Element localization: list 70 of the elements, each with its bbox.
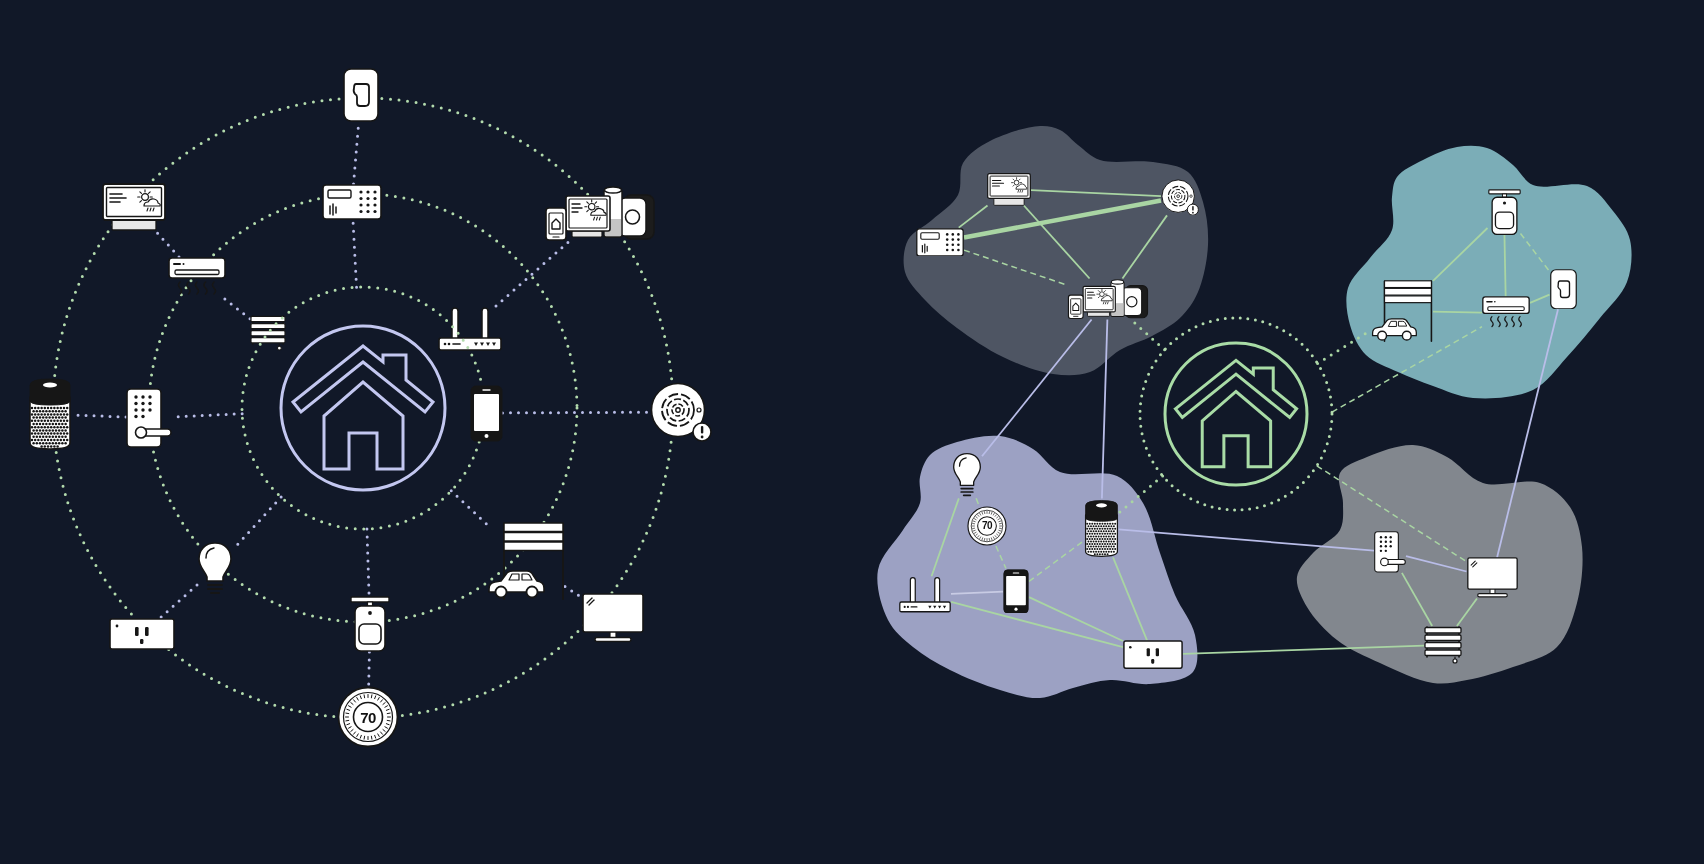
smoke-detector-icon: [650, 382, 712, 442]
power-outlet-icon: [109, 618, 175, 650]
connection-line: [449, 489, 489, 526]
connection-line: [963, 198, 1162, 240]
connection-line: [1316, 465, 1468, 563]
connection-line: [1022, 204, 1091, 280]
temperature-value: 70: [981, 521, 993, 531]
keypad-panel-icon: [916, 227, 964, 257]
connection-line: [957, 204, 989, 229]
connection-line: [1028, 596, 1124, 642]
garage-car-icon: [1371, 280, 1433, 342]
connection-line: [1101, 318, 1109, 500]
smart-display-icon: [102, 183, 166, 231]
connection-line: [1529, 293, 1551, 304]
connection-line: [950, 600, 1124, 648]
smart-speaker-icon: [28, 377, 72, 451]
device-group-icon: [544, 186, 656, 242]
connection-line: [1456, 597, 1478, 627]
air-conditioner-icon: [168, 257, 226, 297]
connection-line: [1432, 227, 1489, 282]
connection-line: [930, 497, 960, 578]
connection-line: [1519, 232, 1551, 273]
device-group-icon: [1067, 278, 1149, 320]
smoke-detector-icon: [1161, 178, 1199, 216]
window-blinds-icon: [250, 315, 286, 351]
temperature-value: 70: [360, 709, 376, 725]
connection-line: [950, 590, 1004, 595]
light-bulb-icon: [952, 451, 982, 499]
home-hub: [1137, 315, 1335, 513]
smart-speaker-icon: [1083, 498, 1119, 558]
connection-line: [158, 583, 199, 620]
connection-line: [1503, 234, 1507, 298]
door-lock-icon: [126, 388, 172, 448]
router-icon: [899, 576, 951, 614]
connection-line: [1405, 555, 1468, 573]
connection-line: [975, 497, 980, 507]
connection-line: [1117, 474, 1165, 515]
garage-car-icon: [487, 522, 565, 600]
smart-display-icon: [987, 172, 1031, 206]
window-blinds-icon: [1424, 626, 1462, 664]
smartphone-icon: [1003, 568, 1029, 614]
connection-line: [367, 650, 371, 688]
connection-line: [1112, 556, 1148, 642]
connection-line: [1117, 528, 1375, 552]
wall-switch-icon: [1549, 268, 1577, 310]
connection-line: [1030, 189, 1162, 197]
power-outlet-icon: [1123, 640, 1183, 670]
smartphone-icon: [469, 384, 503, 442]
connection-line: [1496, 308, 1559, 559]
connection-line: [1432, 310, 1483, 314]
air-conditioner-icon: [1482, 296, 1530, 330]
monitor-icon: [1466, 557, 1518, 599]
motion-sensor-icon: [1487, 188, 1521, 236]
door-lock-icon: [1374, 531, 1406, 573]
connection-line: [494, 240, 570, 308]
connection-line: [154, 229, 181, 259]
connection-line: [1401, 571, 1434, 627]
connection-line: [1028, 540, 1085, 583]
connection-line: [1182, 644, 1425, 655]
connection-line: [995, 545, 1007, 570]
connection-line: [1331, 325, 1483, 413]
connection-line: [1121, 214, 1168, 280]
motion-sensor-icon: [350, 596, 390, 652]
connection-line: [963, 249, 1068, 286]
light-bulb-icon: [197, 541, 233, 597]
connection-line: [981, 318, 1093, 458]
wall-switch-icon: [343, 68, 379, 122]
keypad-panel-icon: [322, 184, 382, 220]
monitor-icon: [582, 593, 644, 643]
router-icon: [438, 306, 502, 352]
